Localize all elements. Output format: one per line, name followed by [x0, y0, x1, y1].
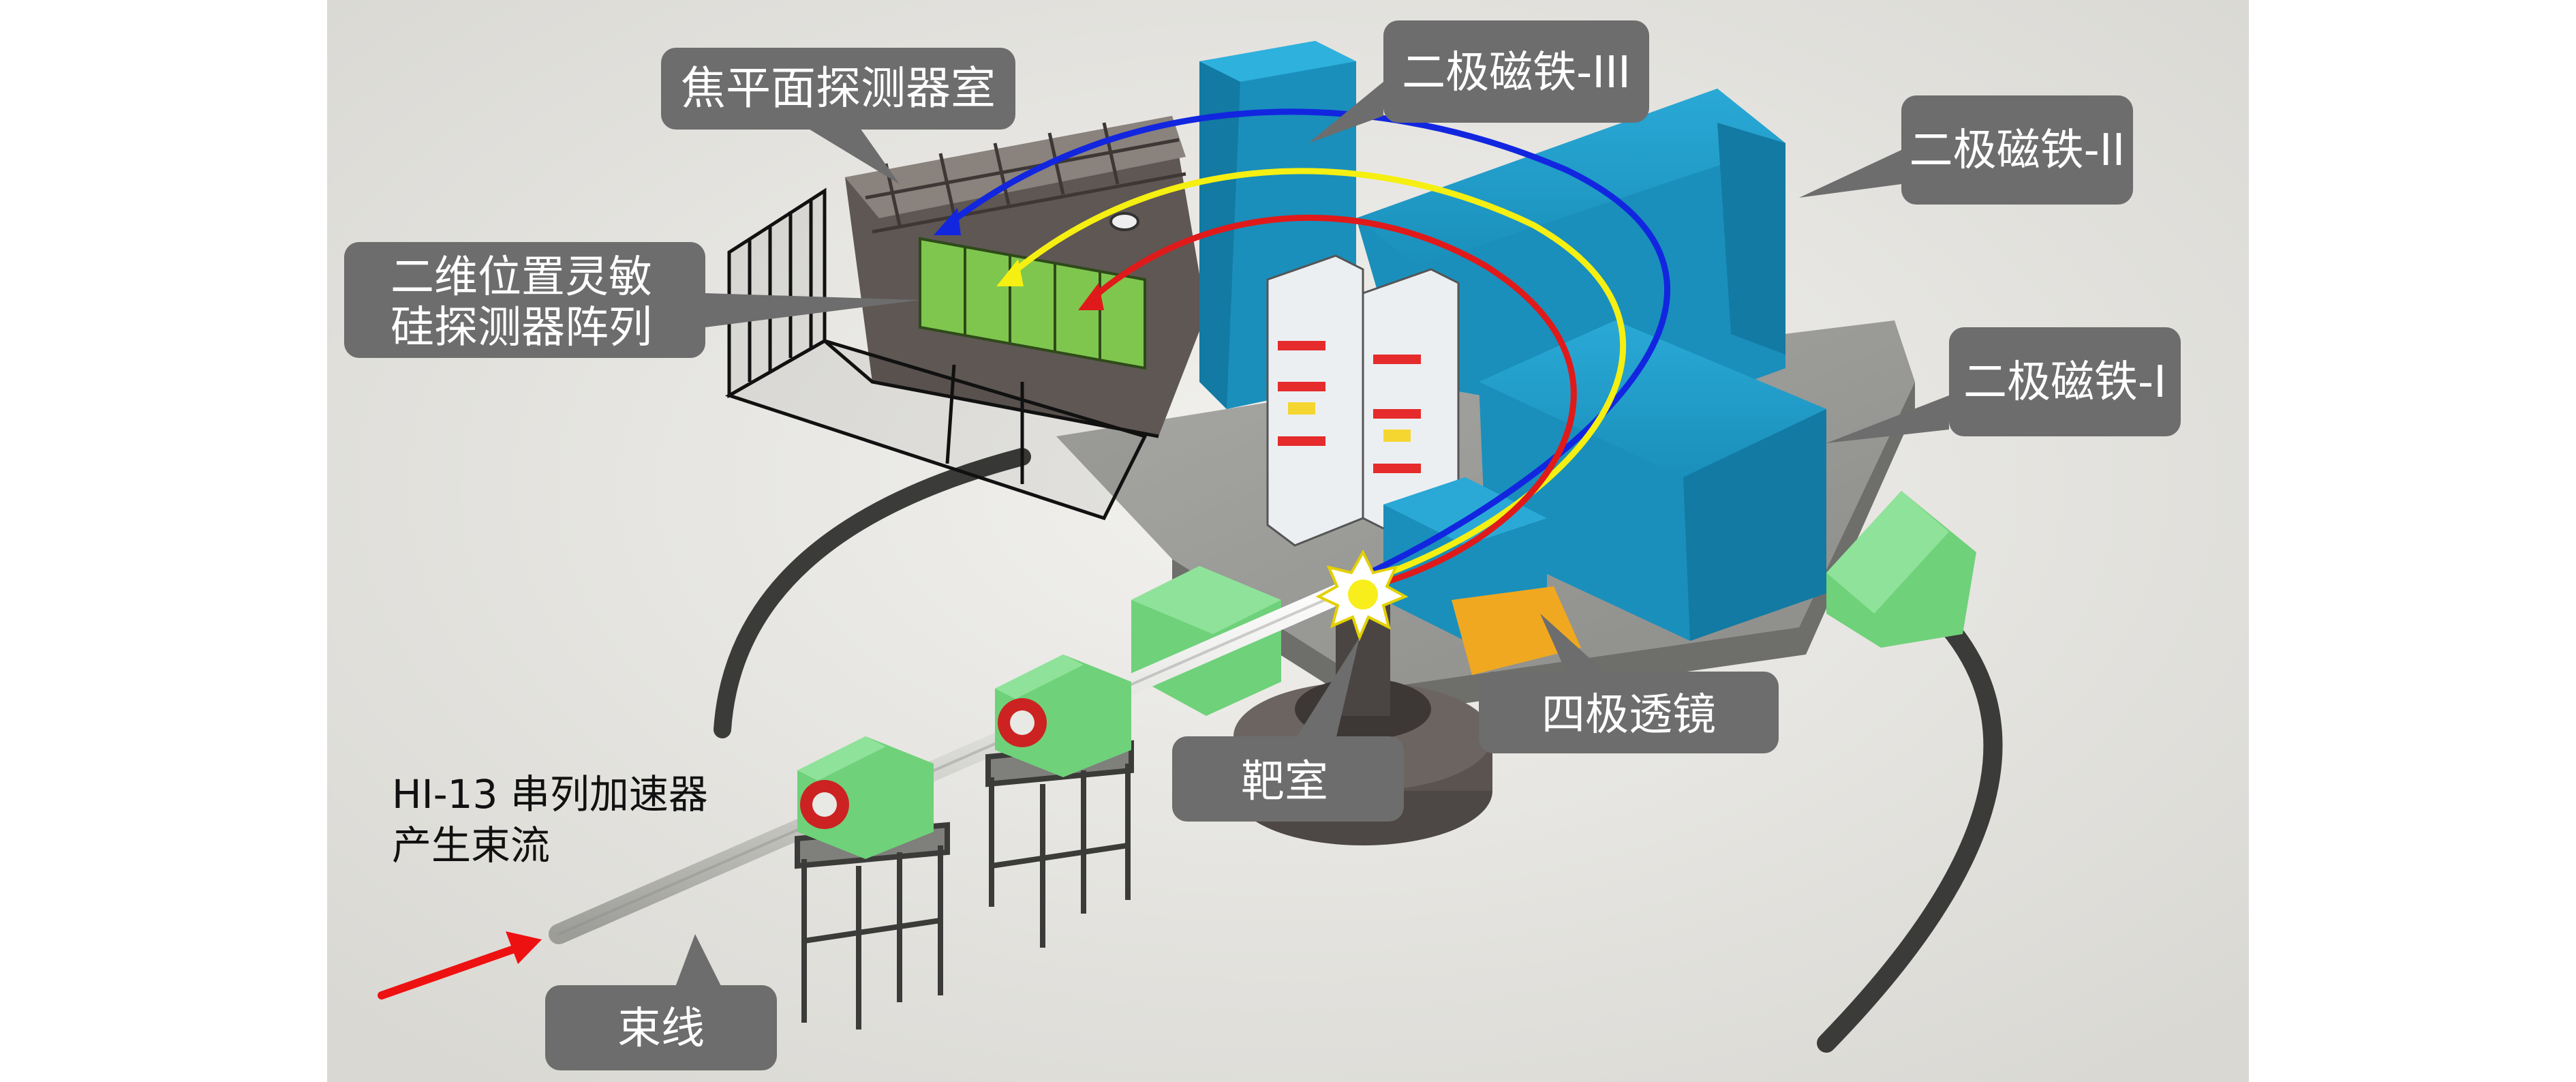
callout-dipole-2: 二极磁铁-II	[1799, 95, 2133, 205]
label-quadrupole: 四极透镜	[1542, 690, 1716, 740]
particle-trajectories	[934, 108, 1670, 590]
callout-dipole-3: 二极磁铁-III	[1308, 20, 1649, 143]
label-beamline: 束线	[617, 1004, 705, 1054]
label-target-chamber: 靶室	[1241, 757, 1328, 807]
label-dipole-1: 二极磁铁-I	[1963, 357, 2166, 408]
label-si-array-line2: 硅探测器阵列	[390, 303, 652, 353]
trajectory-blue	[944, 108, 1670, 576]
left-rail	[714, 448, 1031, 738]
label-dipole-2: 二极磁铁-II	[1910, 125, 2126, 176]
beamline-quad-2	[995, 655, 1131, 777]
chamber-port	[1109, 212, 1139, 231]
dipole-magnet-2	[1356, 89, 1785, 423]
electronics-racks	[1266, 254, 1460, 547]
label-accelerator-line1: HI-13 串列加速器	[392, 771, 708, 817]
beam-pipe	[549, 576, 1366, 944]
beamline-quad-1	[797, 736, 934, 859]
callout-target-chamber: 靶室	[1172, 637, 1404, 822]
trajectory-red	[1087, 214, 1577, 590]
callout-si-array: 二维位置灵敏 硅探测器阵列	[344, 242, 920, 358]
accelerator-note: HI-13 串列加速器 产生束流	[392, 771, 708, 869]
trajectory-red-arrowhead	[1078, 283, 1104, 310]
trajectory-yellow-arrowhead	[996, 259, 1024, 286]
silicon-detector-array	[919, 237, 1146, 370]
right-rail	[1817, 618, 2003, 1053]
callout-beamline: 束线	[545, 934, 777, 1070]
label-dipole-3: 二极磁铁-III	[1402, 48, 1631, 98]
label-si-array-line1: 二维位置灵敏	[390, 252, 652, 303]
callout-quadrupole: 四极透镜	[1479, 614, 1779, 753]
green-steps-right	[1826, 491, 1976, 648]
label-focal-plane-chamber: 焦平面探测器室	[681, 62, 996, 115]
callout-focal-plane-chamber: 焦平面探测器室	[661, 48, 1015, 184]
label-accelerator-line2: 产生束流	[392, 822, 550, 869]
trajectory-blue-arrowhead	[934, 208, 961, 235]
wireframe-enclosure	[724, 187, 1159, 521]
beam-direction-arrow	[378, 931, 542, 1000]
callout-dipole-1: 二极磁铁-I	[1826, 327, 2181, 443]
